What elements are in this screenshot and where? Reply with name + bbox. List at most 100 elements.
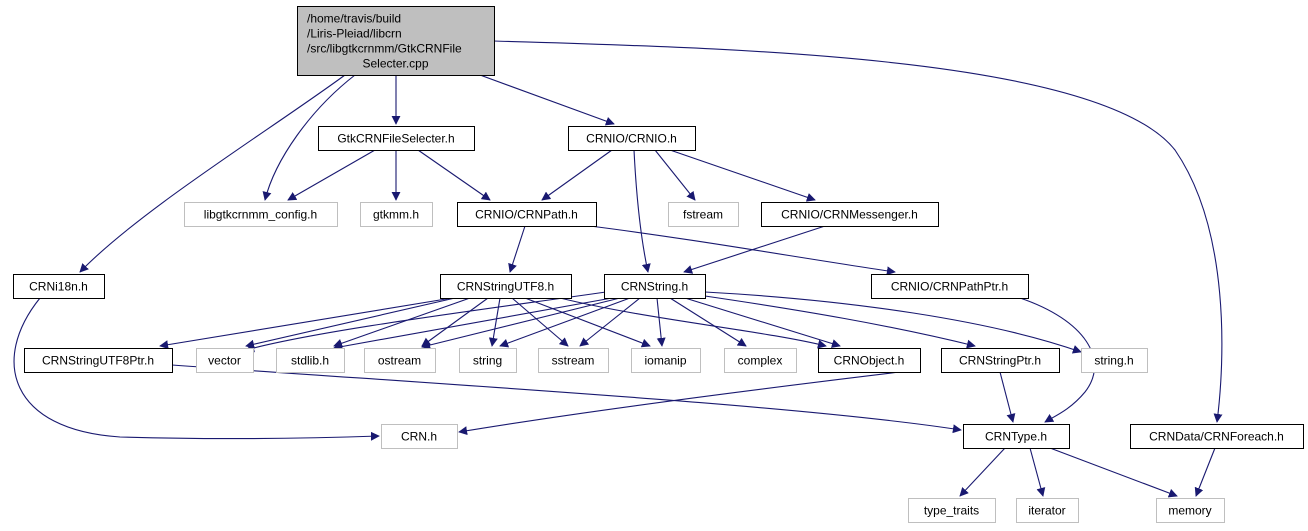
node-label-typetraits: type_traits: [924, 504, 979, 518]
node-box-complex: [724, 348, 797, 373]
node-label-crnmessenger: CRNIO/CRNMessenger.h: [781, 208, 918, 222]
node-label-crntype: CRNType.h: [985, 430, 1047, 444]
node-label-iterator: iterator: [1028, 504, 1065, 518]
edge-crnstringutf8ptr-to-crntype: [171, 364, 962, 434]
node-box-crnobject: [818, 348, 921, 373]
edge-crnstringutf8-to-ostream: [421, 297, 489, 347]
node-box-crni18n: [13, 274, 105, 299]
node-label-gtkfileselecter: GtkCRNFileSelecter.h: [337, 132, 454, 146]
node-box-crnpath: [457, 202, 597, 227]
edge-crnio-to-fstream: [654, 149, 696, 201]
node-box-ostream: [364, 348, 436, 373]
node-libgtkconfig: libgtkcrnmm_config.h: [184, 202, 338, 227]
edge-gtkfileselecter-to-libgtkconfig: [287, 149, 376, 201]
node-label-crnpathptr: CRNIO/CRNPathPtr.h: [891, 280, 1008, 294]
edge-crnstring-to-string: [499, 297, 631, 348]
node-label-crnstring: CRNString.h: [621, 280, 688, 294]
node-box-iomanip: [631, 348, 701, 373]
node-box-crnh: [381, 424, 458, 449]
node-box-typetraits: [908, 498, 996, 523]
node-label-iomanip: iomanip: [644, 354, 686, 368]
node-box-crntype: [963, 424, 1070, 449]
node-label-crnpath: CRNIO/CRNPath.h: [475, 208, 578, 222]
node-stringh: string.h: [1081, 348, 1148, 373]
node-vector: vector: [196, 348, 254, 373]
node-label-main-line-2: /src/libgtkcrnmm/GtkCRNFile: [307, 42, 462, 56]
node-label-crnio: CRNIO/CRNIO.h: [586, 132, 677, 146]
edge-main-to-crni18n: [79, 74, 346, 273]
node-label-crnstringptr: CRNStringPtr.h: [959, 354, 1041, 368]
node-label-main-line-3: Selecter.cpp: [362, 57, 428, 71]
node-crnstring[interactable]: CRNString.h: [604, 274, 706, 299]
node-crnpathptr[interactable]: CRNIO/CRNPathPtr.h: [871, 274, 1029, 299]
node-box-crnio: [568, 126, 696, 151]
node-label-vector: vector: [208, 354, 241, 368]
edge-crnstringptr-to-crntype: [999, 371, 1016, 423]
node-complex: complex: [724, 348, 797, 373]
node-memory: memory: [1156, 498, 1225, 523]
node-box-memory: [1156, 498, 1225, 523]
node-crnh: CRN.h: [381, 424, 458, 449]
node-box-gtkfileselecter: [318, 126, 475, 151]
edge-crnstringutf8-to-iomanip: [524, 297, 651, 348]
edge-crntype-to-typetraits: [959, 447, 1006, 497]
node-crntype[interactable]: CRNType.h: [963, 424, 1070, 449]
node-label-complex: complex: [738, 354, 783, 368]
node-label-gtkmm: gtkmm.h: [373, 208, 419, 222]
edge-crnstring-to-complex: [669, 297, 747, 347]
node-crnobject[interactable]: CRNObject.h: [818, 348, 921, 373]
edge-crnstringutf8-to-sstream: [511, 297, 569, 347]
node-fstream: fstream: [668, 202, 739, 227]
edge-crnstring-to-crnstringptr: [704, 295, 976, 349]
node-sstream: sstream: [538, 348, 609, 373]
node-label-libgtkconfig: libgtkcrnmm_config.h: [204, 208, 317, 222]
node-crnio[interactable]: CRNIO/CRNIO.h: [568, 126, 696, 151]
edge-crnstringutf8-to-stdlib: [333, 297, 471, 348]
edge-crni18n-to-crnh: [13, 297, 380, 441]
node-crnforeach[interactable]: CRNData/CRNForeach.h: [1130, 424, 1304, 449]
node-box-string: [459, 348, 517, 373]
node-string: string: [459, 348, 517, 373]
nodes-layer: /home/travis/build/Liris-Pleiad/libcrn/s…: [13, 6, 1304, 523]
edge-crnio-to-crnmessenger: [669, 149, 816, 202]
node-label-crni18n: CRNi18n.h: [29, 280, 88, 294]
edge-crnstring-to-sstream: [579, 297, 641, 347]
node-box-crnpathptr: [871, 274, 1029, 299]
edge-main-to-crnio: [479, 74, 615, 126]
node-label-stdlib: stdlib.h: [291, 354, 329, 368]
edge-crnmessenger-to-crnstring: [683, 225, 826, 274]
node-label-crnforeach: CRNData/CRNForeach.h: [1149, 430, 1284, 444]
edge-crnstring-to-stringh: [704, 291, 1082, 354]
node-label-main-line-0: /home/travis/build: [307, 12, 401, 26]
node-label-crnobject: CRNObject.h: [834, 354, 905, 368]
node-gtkmm: gtkmm.h: [360, 202, 433, 227]
node-crnpath[interactable]: CRNIO/CRNPath.h: [457, 202, 597, 227]
node-box-stringh: [1081, 348, 1148, 373]
node-crnstringutf8ptr[interactable]: CRNStringUTF8Ptr.h: [24, 348, 173, 373]
node-box-libgtkconfig: [184, 202, 338, 227]
node-label-string: string: [473, 354, 502, 368]
edge-crnstring-to-crnobject: [684, 297, 841, 348]
node-box-crnforeach: [1130, 424, 1304, 449]
node-crnmessenger[interactable]: CRNIO/CRNMessenger.h: [761, 202, 939, 227]
node-label-main-line-1: /Liris-Pleiad/libcrn: [307, 27, 402, 41]
node-box-crnstring: [604, 274, 706, 299]
node-box-stdlib: [276, 348, 345, 373]
edge-crnstringutf8-to-crnstringutf8ptr: [159, 297, 453, 350]
node-box-crnmessenger: [761, 202, 939, 227]
node-crnstringutf8[interactable]: CRNStringUTF8.h: [440, 274, 572, 299]
node-label-fstream: fstream: [683, 208, 723, 222]
edge-crnio-to-crnpath: [541, 149, 613, 201]
node-ostream: ostream: [364, 348, 436, 373]
node-crnstringptr[interactable]: CRNStringPtr.h: [941, 348, 1060, 373]
edge-crnstring-to-ostream: [421, 297, 621, 350]
node-box-crnstringutf8: [440, 274, 572, 299]
node-label-sstream: sstream: [552, 354, 595, 368]
node-main[interactable]: /home/travis/build/Liris-Pleiad/libcrn/s…: [297, 6, 495, 76]
node-crni18n[interactable]: CRNi18n.h: [13, 274, 105, 299]
node-box-crnstringptr: [941, 348, 1060, 373]
edge-crntype-to-iterator: [1029, 447, 1046, 497]
node-gtkfileselecter[interactable]: GtkCRNFileSelecter.h: [318, 126, 475, 151]
edge-crnio-to-crnstring: [633, 149, 651, 273]
